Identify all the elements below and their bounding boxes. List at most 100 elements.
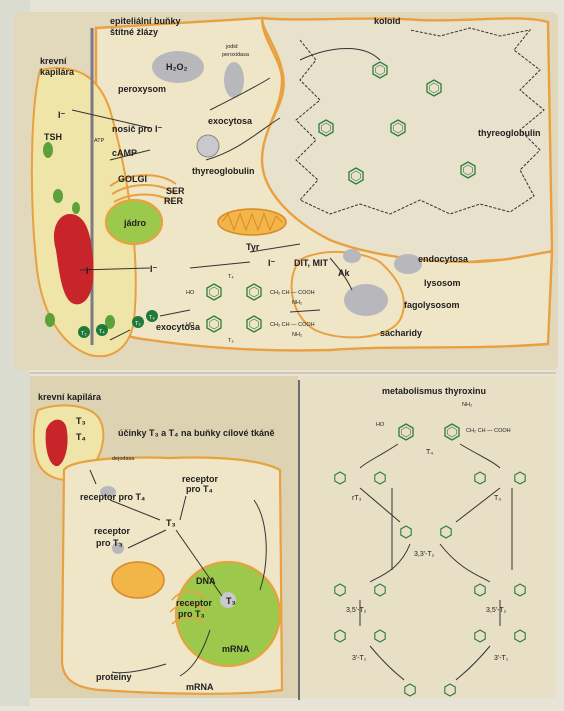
bl-label-dna: DNA: [196, 576, 216, 586]
t-badge-4: [146, 310, 158, 322]
platelet-3: [72, 202, 80, 214]
golgi-3: [113, 193, 173, 203]
bl-label-mrna-2: mRNA: [186, 682, 214, 692]
br-label-rt3: rT₃: [352, 495, 362, 502]
label-iodide-4: I⁻: [268, 258, 276, 268]
br-label-t3: T₃: [494, 495, 501, 502]
br-nh2: NH₂: [462, 402, 472, 408]
label-exocytosis-2: exocytosa: [156, 322, 201, 332]
epithelial-cell: [94, 16, 554, 352]
bottom-right-panel: [300, 376, 556, 698]
label-capillary-1: krevní: [40, 56, 67, 66]
label-dit-mit: DIT, MIT: [294, 258, 328, 268]
label-nh2-2: NH₂: [292, 332, 302, 338]
label-atp: ATP: [94, 138, 105, 144]
label-cooh-1: CH₂ CH — COOH: [270, 290, 315, 296]
nucleus: [104, 198, 164, 246]
br-label-t4: T₄: [426, 449, 433, 456]
label-iodide-3: I⁻: [150, 264, 158, 274]
label-rer: RER: [164, 196, 184, 206]
label-golgi: GOLGI: [118, 174, 147, 184]
bl-label-capillary: krevní kapilára: [38, 392, 102, 402]
t-badge-1: [78, 326, 90, 338]
thyreoglobulin-vesicle: [196, 134, 220, 158]
bl-label-t4: T₄: [76, 432, 86, 442]
label-iodide-peroxidase-1: jodid: [225, 44, 238, 50]
bl-label-t3: T₃: [76, 416, 86, 426]
platelet-4: [45, 313, 55, 327]
badge-t3-2: T₃: [135, 321, 141, 327]
bl-label-receptor-t3-a: receptor: [94, 526, 131, 536]
bl-label-deiodase: dejodasa: [112, 456, 135, 462]
br-arrows: [359, 443, 513, 681]
endocytosis-vesicle: [343, 249, 361, 263]
red-blood-cell: [53, 214, 94, 305]
iodide-peroxidase-body: [224, 62, 244, 98]
label-ho-1: HO: [186, 290, 195, 296]
label-exocytosis: exocytosa: [208, 116, 253, 126]
t-badge-2: [96, 324, 108, 336]
mitochondrion-cristae: [221, 212, 283, 232]
label-nh2-1: NH₂: [292, 300, 302, 306]
label-t3-top: T₃: [228, 338, 234, 344]
badge-t4-1: T₄: [99, 329, 105, 335]
bl-label-receptor-t4-b: receptor: [182, 474, 219, 484]
bl-label-t3-nucleus: T₃: [226, 596, 236, 606]
label-h2o2: H₂O₂: [166, 62, 188, 72]
bl-red-blood-cell: [45, 419, 68, 467]
bl-golgi: [169, 590, 207, 625]
bl-label-proteins: proteiny: [96, 672, 132, 682]
bl-label-receptor-t3-b2: pro T₃: [178, 609, 205, 619]
bl-label-effects: účinky T₃ a T₄ na buňky cílové tkáně: [118, 428, 275, 438]
t-badge-3: [132, 316, 144, 328]
lysosome: [394, 254, 422, 274]
br-label-t1-3b: 3'-T₁: [494, 655, 509, 662]
label-tyr: Tyr: [246, 242, 260, 252]
label-thyroid: štítné žlázy: [110, 27, 158, 37]
br-label-t2-35b: 3,5'-T₂: [486, 607, 507, 614]
bl-label-receptor-t3-b: receptor: [176, 598, 213, 608]
label-endocytosis: endocytosa: [418, 254, 469, 264]
receptor-t4-membrane: [100, 486, 116, 498]
label-ak: Ak: [338, 268, 350, 278]
badge-t4-2: T₄: [149, 315, 155, 321]
label-t4-top: T₄: [228, 274, 234, 280]
peroxisome: [152, 51, 204, 83]
platelet-1: [43, 142, 53, 158]
nuclear-receptor: [220, 592, 236, 608]
bl-label-receptor-t3-a2: pro T₃: [96, 538, 123, 548]
label-epithelial-cells: epiteliální buňky: [110, 16, 181, 26]
br-ho-t4: HO: [376, 422, 385, 428]
label-ser: SER: [166, 186, 185, 196]
label-koloid: koloid: [374, 16, 401, 26]
target-mitochondrion: [111, 561, 165, 599]
label-saccharides: sacharidy: [380, 328, 422, 338]
label-peroxisome: peroxysom: [118, 84, 166, 94]
br-title: metabolismus thyroxinu: [382, 386, 486, 396]
label-lysosome: lysosom: [424, 278, 461, 288]
label-capillary-2: kapilára: [40, 67, 75, 77]
label-iodide-1: I⁻: [58, 110, 66, 120]
label-thyreoglobulin-small: thyreoglobulin: [192, 166, 255, 176]
label-ho-2: HO: [186, 322, 195, 328]
receptor-t3-cyto: [112, 542, 124, 554]
golgi-1: [109, 174, 177, 187]
bl-arrows: [89, 469, 267, 677]
target-nucleus: [174, 560, 282, 668]
label-cooh-2: CH₂ CH — COOH: [270, 322, 315, 328]
top-arrows: [71, 47, 381, 341]
bl-label-receptor-t4-a: receptor pro T₄: [80, 492, 145, 502]
blood-capillary: [30, 67, 137, 358]
br-label-t1-3a: 3'-T₁: [352, 655, 367, 662]
badge-t3-1: T₃: [81, 331, 87, 337]
label-camp: cAMP: [112, 148, 137, 158]
golgi-2: [111, 184, 177, 195]
platelet-5: [105, 315, 115, 329]
label-iodide-2: I⁻: [86, 266, 94, 276]
label-tsh: TSH: [44, 132, 62, 142]
br-chain: CH₂ CH — COOH: [466, 428, 511, 434]
bl-label-mrna-1: mRNA: [222, 644, 250, 654]
br-label-t2-33: 3,3'-T₂: [414, 551, 435, 558]
